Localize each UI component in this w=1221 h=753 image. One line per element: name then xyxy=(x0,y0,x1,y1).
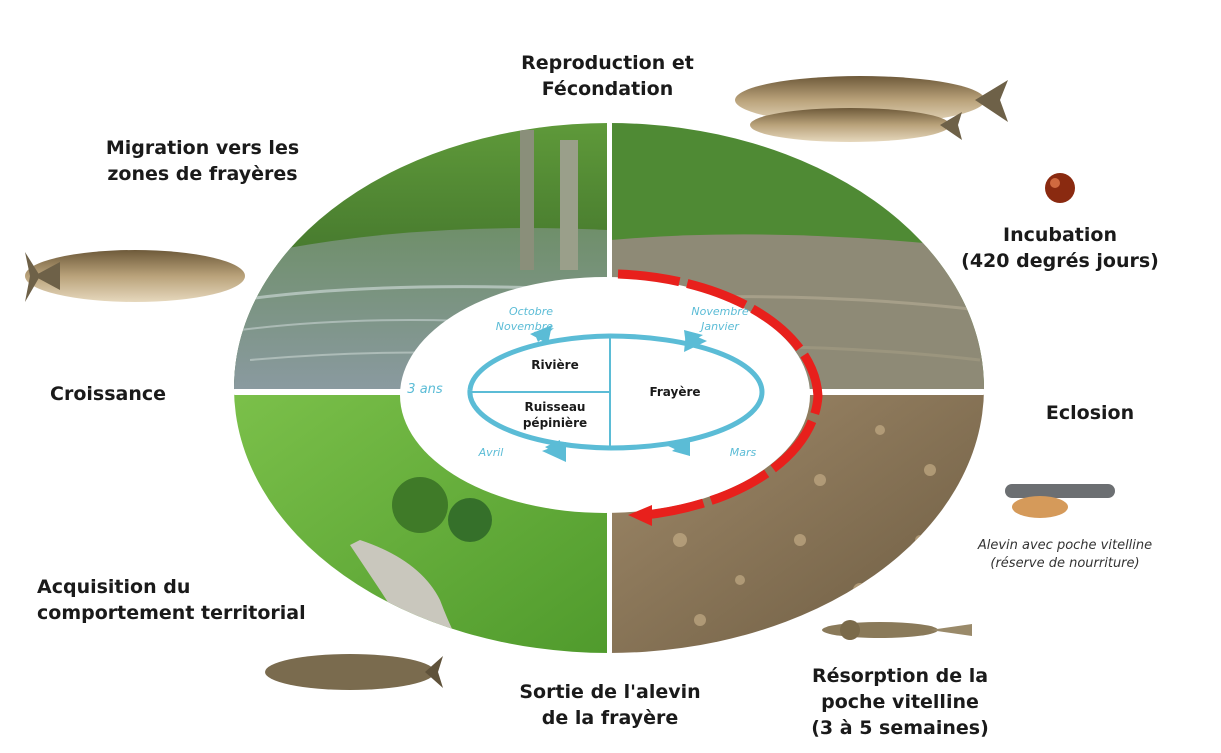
cycle-label-octobre: Octobre Novembre xyxy=(495,305,553,333)
cycle-zone-riviere: Rivière xyxy=(531,358,579,372)
alevin-icon xyxy=(822,620,972,640)
arrowhead-mars xyxy=(668,437,690,456)
caption-alevin: Alevin avec poche vitelline (réserve de … xyxy=(977,538,1153,571)
alevin-yolk-sac-icon xyxy=(1005,484,1115,518)
cycle-zone-frayere: Frayère xyxy=(649,385,701,399)
egg-icon xyxy=(1045,173,1075,203)
arrowhead-frayere xyxy=(684,332,707,352)
trout-adult-top-icon xyxy=(735,76,1008,142)
trout-adult-left-icon xyxy=(25,250,245,302)
label-eclosion: Eclosion xyxy=(1045,402,1135,424)
trout-juvenile-icon xyxy=(265,654,443,690)
cycle-label-3-ans: 3 ans xyxy=(407,382,443,397)
cycle-label-mars: Mars xyxy=(729,446,757,459)
cycle-zone-ruisseau: Ruisseau pépinière xyxy=(522,400,588,430)
cycle-arrows xyxy=(467,333,765,451)
incubation-arrowhead xyxy=(628,505,652,526)
label-croissance: Croissance xyxy=(50,383,166,405)
label-reproduction: Reproduction et Fécondation xyxy=(521,52,694,100)
label-resorption: Résorption de la poche vitelline (3 à 5 … xyxy=(811,665,989,739)
label-migration: Migration vers les zones de frayères xyxy=(105,137,300,185)
label-sortie: Sortie de l'alevin de la frayère xyxy=(519,681,701,729)
label-incubation: Incubation (420 degrés jours) xyxy=(961,224,1159,272)
cycle-label-avril: Avril xyxy=(478,446,504,459)
arrowhead-riviere xyxy=(530,325,552,344)
label-acquisition: Acquisition du comportement territorial xyxy=(37,576,306,624)
cycle-label-novembre: Novembre Janvier xyxy=(691,305,749,333)
incubation-arc xyxy=(617,269,823,521)
cycle-panel xyxy=(400,277,810,513)
arrowhead-avril xyxy=(542,442,566,462)
